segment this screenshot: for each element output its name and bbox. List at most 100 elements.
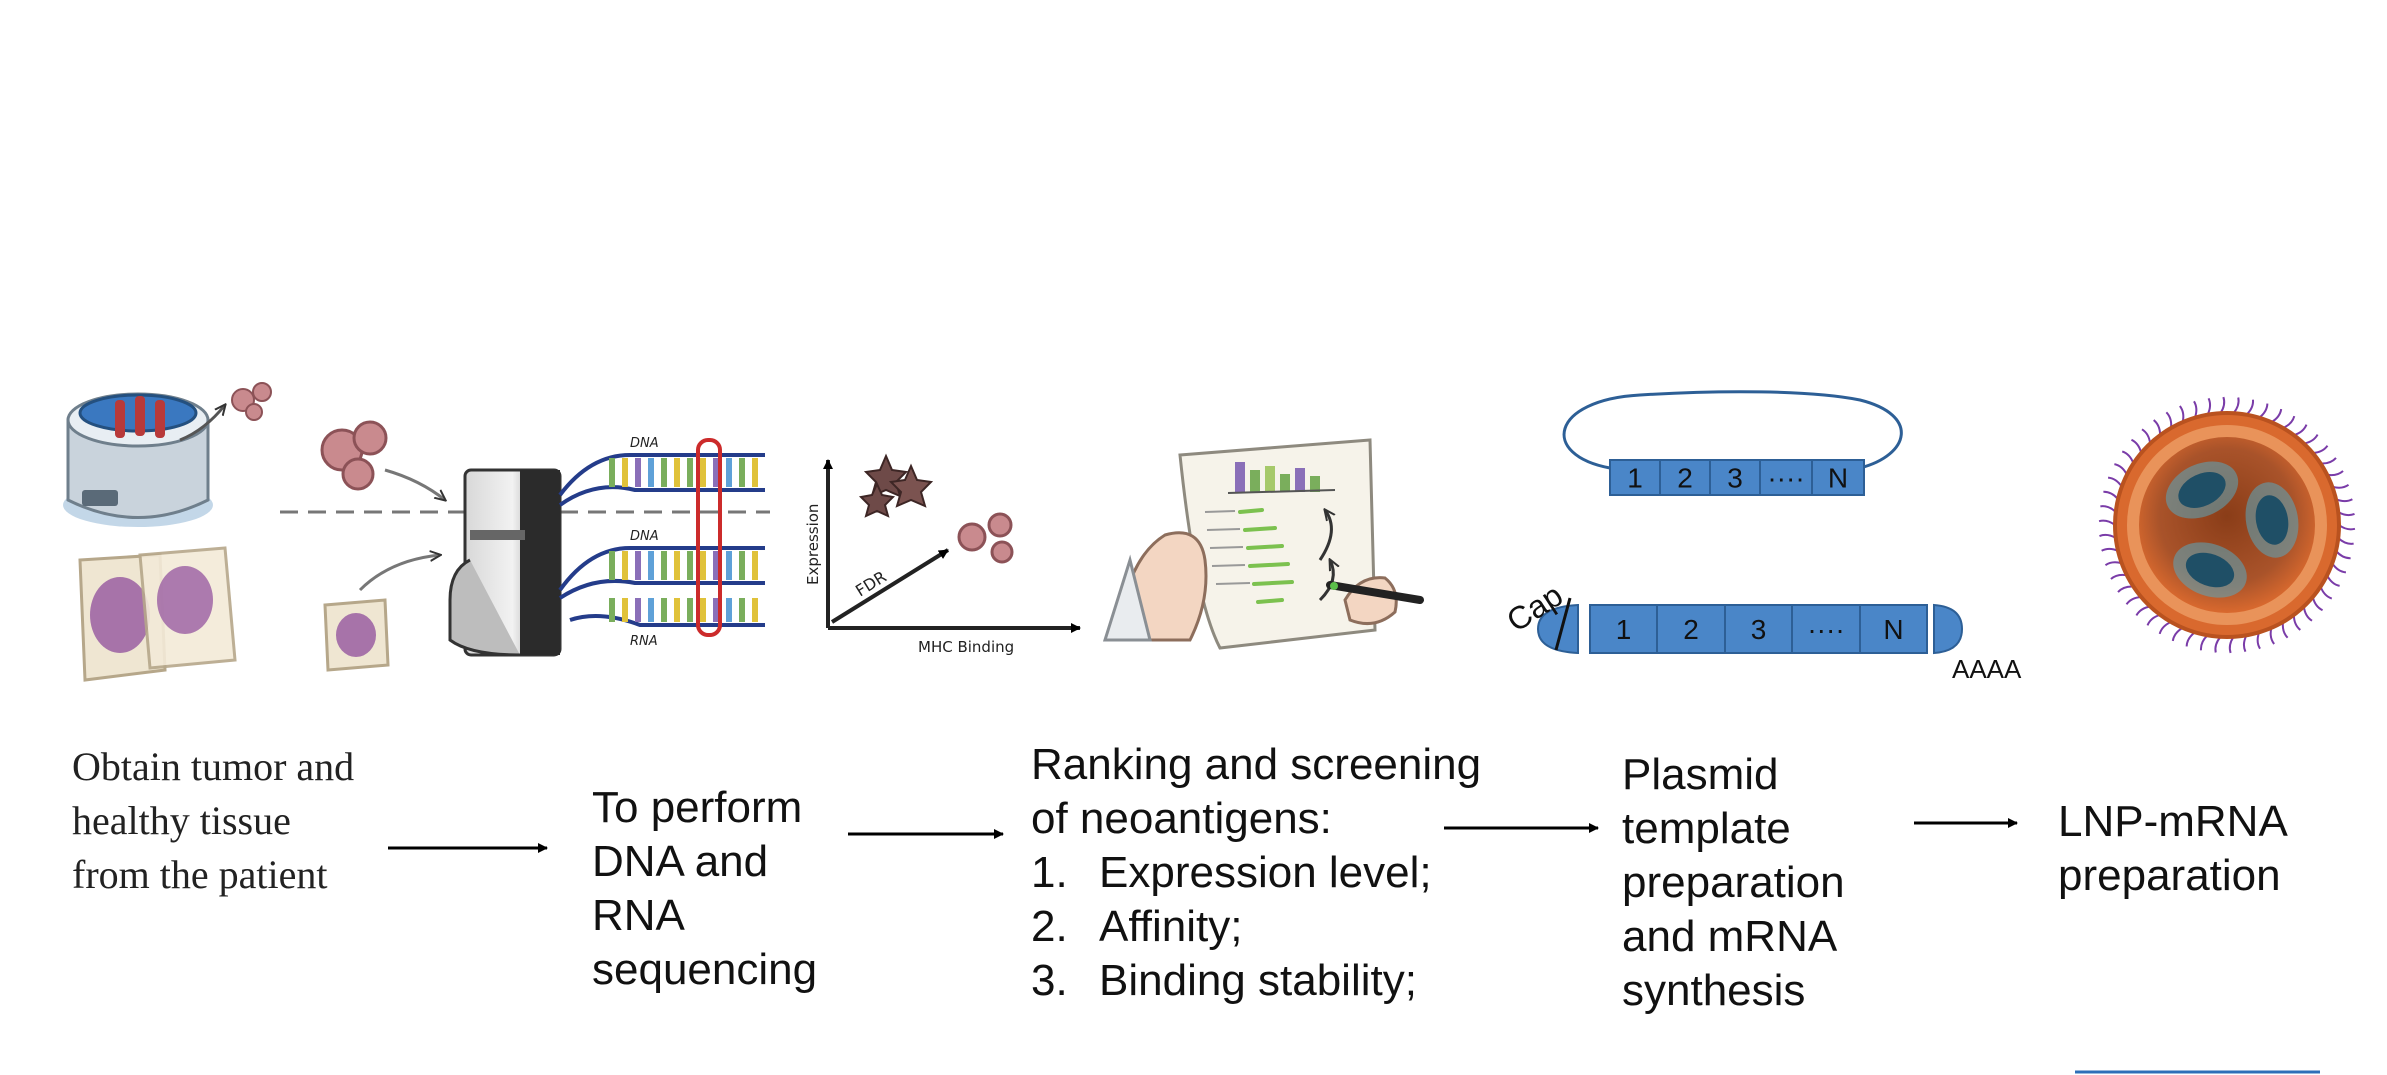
mrna-cargo-core [2178, 472, 2226, 508]
plasmid-segment-label: 1 [1627, 463, 1643, 494]
lipid-tail [2110, 573, 2128, 580]
lipid-tail [2335, 550, 2351, 560]
plasmid-segment-label: ···· [1767, 463, 1804, 494]
lipid-tail [2146, 613, 2161, 626]
lipid-tail [2311, 596, 2324, 612]
dna-strands-illustration: DNA DNA RNA [558, 436, 765, 649]
mrna-segment [1859, 604, 1928, 654]
dna-label-top: DNA [630, 436, 659, 451]
lipid-tail [2214, 636, 2222, 653]
mrna-segment-label: 3 [1751, 614, 1767, 645]
mrna-segment-label: N [1883, 614, 1903, 645]
plasmid-segment-label: N [1828, 463, 1848, 494]
lipid-nanoparticle-illustration [2098, 396, 2356, 654]
lipid-tail [2199, 634, 2209, 651]
lipid-tail [2232, 397, 2240, 414]
screening-criteria-list: 1.Expression level; 2.Affinity; 3.Bindin… [1031, 846, 1501, 1008]
step-3-heading-line-1: Ranking and screening [1031, 740, 1482, 789]
lipid-tail [2099, 533, 2117, 539]
tissue-sample-illustration [78, 546, 237, 682]
step-2-line-1: To perform [592, 783, 803, 832]
lipid-tail [2256, 631, 2261, 650]
lipid-tail [2165, 411, 2173, 429]
criteria-item-2: 2.Affinity; [1031, 902, 1243, 951]
plasmid-segment-label: 3 [1727, 463, 1743, 494]
antigen-presenting-cells [858, 453, 934, 518]
lipid-tail [2114, 463, 2128, 476]
lipid-tail [2292, 614, 2301, 631]
lipid-tail [2153, 419, 2162, 436]
step-3-text: Ranking and screening of neoantigens: 1.… [1031, 738, 1501, 1008]
lipid-tail [2171, 626, 2184, 642]
mrna-segment-label: ···· [1807, 614, 1844, 645]
lipid-tail [2185, 631, 2196, 647]
plasmid-segment-label: 2 [1677, 463, 1693, 494]
step-4-line-3: preparation [1622, 858, 1845, 907]
lipid-tail [2337, 511, 2355, 517]
lipid-tail [2107, 476, 2123, 488]
lipid-tail [2228, 636, 2235, 654]
lipid-tail [2245, 399, 2255, 416]
plasmid-diagram: 1 2 3 ···· N [1562, 390, 1903, 496]
lipid-tail [2103, 490, 2119, 500]
step-1-text: Obtain tumor and healthy tissue from the… [72, 744, 355, 897]
lipid-tail [2293, 424, 2308, 437]
mrna-segment-label: 1 [1616, 614, 1632, 645]
plasmid-segment [1811, 459, 1865, 496]
dna-label-middle: DNA [630, 529, 659, 544]
lipid-tail [2121, 450, 2135, 464]
lipid-tail [2270, 408, 2283, 424]
lipid-tail [2331, 562, 2347, 574]
criteria-item-3: 3.Binding stability; [1031, 956, 1417, 1005]
plot-diagonal-label: FDR [852, 567, 890, 600]
neoantigen-plot-sketch: Expression FDR MHC Binding [804, 453, 1081, 656]
lipid-tail [2117, 585, 2134, 593]
mrna-5prime-cap-shape [1536, 603, 1579, 655]
plot-y-axis-label: Expression [804, 504, 822, 585]
lipid-tail [2104, 561, 2123, 566]
lipid-tail [2269, 627, 2275, 645]
mrna-segment [1724, 604, 1793, 654]
lipid-tail [2282, 415, 2296, 429]
polya-tail-label: AAAA [1952, 654, 2022, 684]
lipid-tail [2179, 405, 2185, 423]
step-5-line-1: LNP-mRNA [2058, 797, 2288, 846]
lipid-tail [2242, 634, 2248, 653]
lipid-tail [2326, 574, 2340, 587]
lipid-tail [2320, 457, 2337, 465]
criteria-item-1: 1.Expression level; [1031, 848, 1432, 897]
plasmid-segment [1659, 459, 1711, 496]
mrna-segment-label: 2 [1683, 614, 1699, 645]
lipid-tail [2101, 547, 2119, 552]
step-2-line-4: sequencing [592, 945, 818, 994]
lipid-tail [2302, 606, 2313, 622]
lipid-tail [2219, 396, 2226, 414]
tumor-cells-small [957, 512, 1014, 564]
sequencer-machine-illustration [448, 468, 562, 657]
step-5-line-2: preparation [2058, 851, 2281, 900]
plot-x-axis-label: MHC Binding [918, 638, 1014, 656]
step-4-line-4: and mRNA [1622, 912, 1838, 961]
lipid-tail [2331, 484, 2350, 489]
mrna-cargo-core [2185, 552, 2235, 588]
step-4-line-2: template [1622, 804, 1791, 853]
lipid-tail [2312, 445, 2329, 455]
lipid-tail [2281, 621, 2289, 639]
lipid-tail [2130, 438, 2143, 454]
plasmid-segment [1759, 459, 1813, 496]
lipid-tail [2100, 505, 2117, 513]
step-4-line-5: synthesis [1622, 966, 1806, 1015]
centrifuge-illustration [63, 382, 272, 527]
step-2-line-3: RNA [592, 891, 685, 940]
lipid-tail [2326, 470, 2344, 477]
lipid-tail [2337, 537, 2354, 545]
lipid-tail [2135, 605, 2151, 616]
lipid-tail [2206, 397, 2212, 416]
flow-arrows [388, 818, 2018, 853]
lipid-tail [2335, 498, 2353, 503]
mrna-segment [1791, 604, 1861, 654]
tumor-cells-illustration [320, 420, 445, 672]
lipid-tail [2338, 524, 2356, 531]
